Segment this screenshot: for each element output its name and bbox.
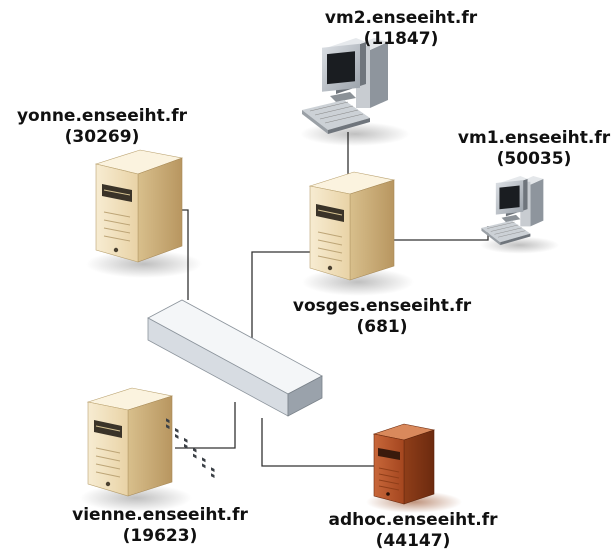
- adhoc-server-icon[interactable]: [366, 423, 462, 513]
- switch-ports: [166, 418, 215, 479]
- adhoc-label: adhoc.enseeiht.fr (44147): [328, 510, 497, 553]
- vm1-host: vm1.enseeiht.fr: [457, 128, 611, 148]
- vm2-label: vm2.enseeiht.fr (11847): [325, 8, 477, 51]
- network-switch-icon[interactable]: [147, 299, 323, 479]
- yonne-server-icon[interactable]: [86, 149, 202, 278]
- vienne-host: vienne.enseeiht.fr: [72, 505, 248, 525]
- vm1-workstation-icon[interactable]: [480, 176, 560, 254]
- link-adhoc-hub: [261, 418, 378, 467]
- adhoc-id: (44147): [375, 531, 451, 552]
- vm1-id: (50035): [496, 149, 572, 170]
- vienne-id: (19623): [122, 526, 198, 547]
- link-vosges-hub: [251, 251, 312, 338]
- vienne-label: vienne.enseeiht.fr (19623): [72, 505, 248, 548]
- vm2-id: (11847): [363, 29, 439, 50]
- vosges-host: vosges.enseeiht.fr: [292, 296, 472, 316]
- vosges-server-icon[interactable]: [302, 171, 414, 296]
- yonne-host: yonne.enseeiht.fr: [16, 106, 188, 126]
- vosges-label: vosges.enseeiht.fr (681): [293, 296, 471, 339]
- vosges-id: (681): [356, 317, 408, 338]
- vm2-workstation-icon[interactable]: [300, 38, 410, 146]
- vm2-host: vm2.enseeiht.fr: [324, 8, 478, 28]
- yonne-id: (30269): [64, 127, 140, 148]
- link-vm1-vosges: [390, 226, 489, 241]
- vm1-label: vm1.enseeiht.fr (50035): [458, 128, 610, 171]
- link-vienne-hub: [175, 402, 236, 449]
- vienne-server-icon[interactable]: [80, 387, 192, 512]
- yonne-label: yonne.enseeiht.fr (30269): [17, 106, 187, 149]
- adhoc-host: adhoc.enseeiht.fr: [328, 510, 498, 530]
